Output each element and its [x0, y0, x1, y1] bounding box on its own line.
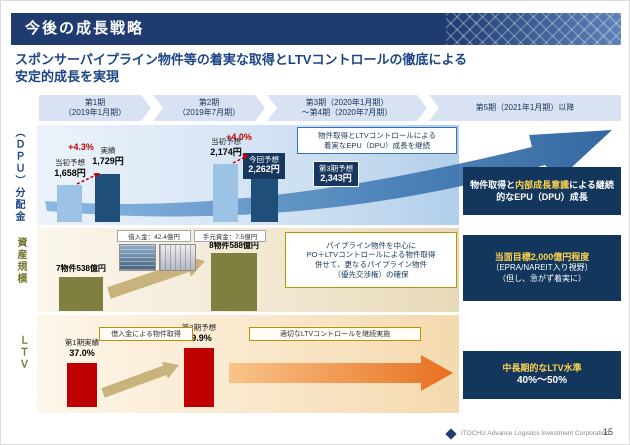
asset-bar-1-value: 7物件538億円 [56, 264, 106, 273]
timeline-period-1-date: （2019年1月期） [63, 108, 127, 117]
dpu-bar-initial-forecast-p1 [57, 185, 82, 222]
header-diamond-pattern [446, 13, 621, 45]
dpu-annotation-line-2: 着実なEPU（DPU）成長を継続 [323, 140, 431, 150]
dpu-goal-part-1: 物件取得と [470, 179, 516, 190]
dpu-bar-initial-forecast-p2 [213, 164, 238, 222]
dpu-bar-4-label: 今回予想 [249, 155, 279, 164]
subtitle-line-1: スポンサーパイプライン物件等の着実な取得とLTVコントロールの徹底による [15, 52, 468, 67]
timeline-period-5: 第5期（2021年1月期）以降 [429, 95, 621, 121]
ltv-bar-1-value: 37.0% [69, 347, 95, 358]
asset-annotation-line-3: 併せて、更なるパイプライン物件 [314, 260, 428, 269]
dpu-tag-period3-forecast: 第3期予想 2,343円 [313, 161, 359, 187]
ltv-bar-label-2: 第2期予想 39.9% [170, 323, 228, 343]
property-photo-2 [159, 244, 196, 271]
asset-goal-line-1: 当面目標2,000億円程度 [494, 252, 590, 263]
subtitle-line-2: 安定的成長を実現 [15, 69, 120, 84]
ltv-bar-label-1: 第1期実績 37.0% [53, 338, 111, 358]
dpu-bar-4-value: 2,262円 [248, 164, 280, 175]
asset-goal-line-2: （EPRA/NAREIT入り視野） [491, 263, 593, 273]
asset-funding-cash-label: 手元資金：7.5億円 [194, 230, 266, 242]
dpu-bar-actual-p1 [95, 174, 120, 222]
timeline-period-4-name: ～第4期（2020年7月期） [301, 108, 393, 117]
dpu-annotation-line-1: 物件取得とLTVコントロールによる [318, 130, 436, 140]
asset-bar-label-2: 8物件588億円 [201, 241, 267, 250]
page-number: 15 [603, 427, 614, 437]
asset-bar-period2 [211, 253, 257, 311]
footer-company-name: ITOCHU Advance Logistics Investment Corp… [461, 430, 610, 437]
row-label-asset: 資産規模 [15, 237, 26, 285]
company-logo-icon [445, 428, 457, 440]
ltv-note-control: 適切なLTVコントロールを継続実施 [249, 327, 421, 341]
timeline-period-2-name: 第2期 [198, 97, 220, 107]
asset-funding-debt-label: 借入金：42.4億円 [117, 230, 191, 242]
dpu-bar-2-value: 1,729円 [92, 155, 124, 166]
timeline-period-3-name: 第3期（2020年1月期） [305, 97, 389, 107]
dpu-goal-part-2: 内部成長意識 [515, 179, 570, 190]
dpu-goal-box: 物件取得と内部成長意識による継続的なEPU（DPU）成長 [463, 167, 621, 215]
ltv-note-debt-acquisition: 借入金による物件取得 [99, 327, 193, 341]
timeline-period-1: 第1期 （2019年1月期） [39, 95, 151, 121]
asset-annotation-line-4: （優先交渉権）の確保 [333, 269, 409, 279]
row-label-ltv: ＬＴＶ [17, 335, 28, 371]
ltv-goal-box: 中長期的なLTV水準 40%～50% [463, 351, 621, 399]
slide-header-bar: 今後の成長戦略 [11, 13, 621, 45]
asset-goal-line-3: （但し、急がず着実に） [498, 274, 586, 284]
asset-bar-2-value: 8物件588億円 [209, 241, 259, 250]
ltv-goal-line-2: 40%～50% [516, 375, 568, 387]
page-title: 今後の成長戦略 [25, 20, 145, 37]
dpu-annotation-box: 物件取得とLTVコントロールによる 着実なEPU（DPU）成長を継続 [297, 127, 457, 154]
ltv-bar-2-value: 39.9% [186, 332, 212, 343]
asset-bar-period1 [59, 277, 103, 311]
ltv-bar-period2 [184, 348, 214, 407]
asset-annotation-line-2: PO＋LTVコントロールによる物件取得 [306, 250, 436, 260]
asset-bar-label-1: 7物件538億円 [45, 264, 117, 273]
dpu-growth-rate-2: +4.0% [226, 132, 252, 142]
asset-annotation-box: パイプライン物件を中心に PO＋LTVコントロールによる物件取得 併せて、更なる… [285, 232, 457, 288]
property-photo-1 [119, 244, 156, 271]
dpu-bar-1-value: 1,658円 [54, 167, 86, 178]
dpu-bar-current-forecast-p2 [251, 179, 278, 222]
ltv-goal-line-1: 中長期的なLTV水準 [502, 363, 582, 374]
asset-goal-box: 当面目標2,000億円程度 （EPRA/NAREIT入り視野） （但し、急がず着… [463, 235, 621, 301]
ltv-bar-1-label: 第1期実績 [64, 338, 100, 347]
dpu-goal-text: 物件取得と内部成長意識による継続的なEPU（DPU）成長 [468, 179, 616, 203]
timeline-period-5-name: 第5期（2021年1月期）以降 [475, 102, 575, 112]
timeline-period-2-date: （2019年7月期） [177, 108, 241, 117]
row-label-dpu: （ＤＰＵ）分配金 [13, 127, 24, 223]
ltv-bar-period1 [67, 363, 97, 407]
timeline-period-2: 第2期 （2019年7月期） [153, 95, 265, 121]
dpu-tag-current-forecast: 今回予想 2,262円 [243, 153, 285, 179]
dpu-growth-rate-1: +4.3% [68, 142, 94, 152]
ltv-bar-2-label: 第2期予想 [181, 323, 217, 332]
dpu-bar-5-value: 2,343円 [320, 173, 352, 184]
timeline-period-1-name: 第1期 [84, 97, 106, 107]
asset-annotation-line-1: パイプライン物件を中心に [326, 240, 416, 250]
timeline-period-3-4: 第3期（2020年1月期） ～第4期（2020年7月期） [267, 95, 427, 121]
dpu-bar-5-label: 第3期予想 [318, 164, 354, 173]
